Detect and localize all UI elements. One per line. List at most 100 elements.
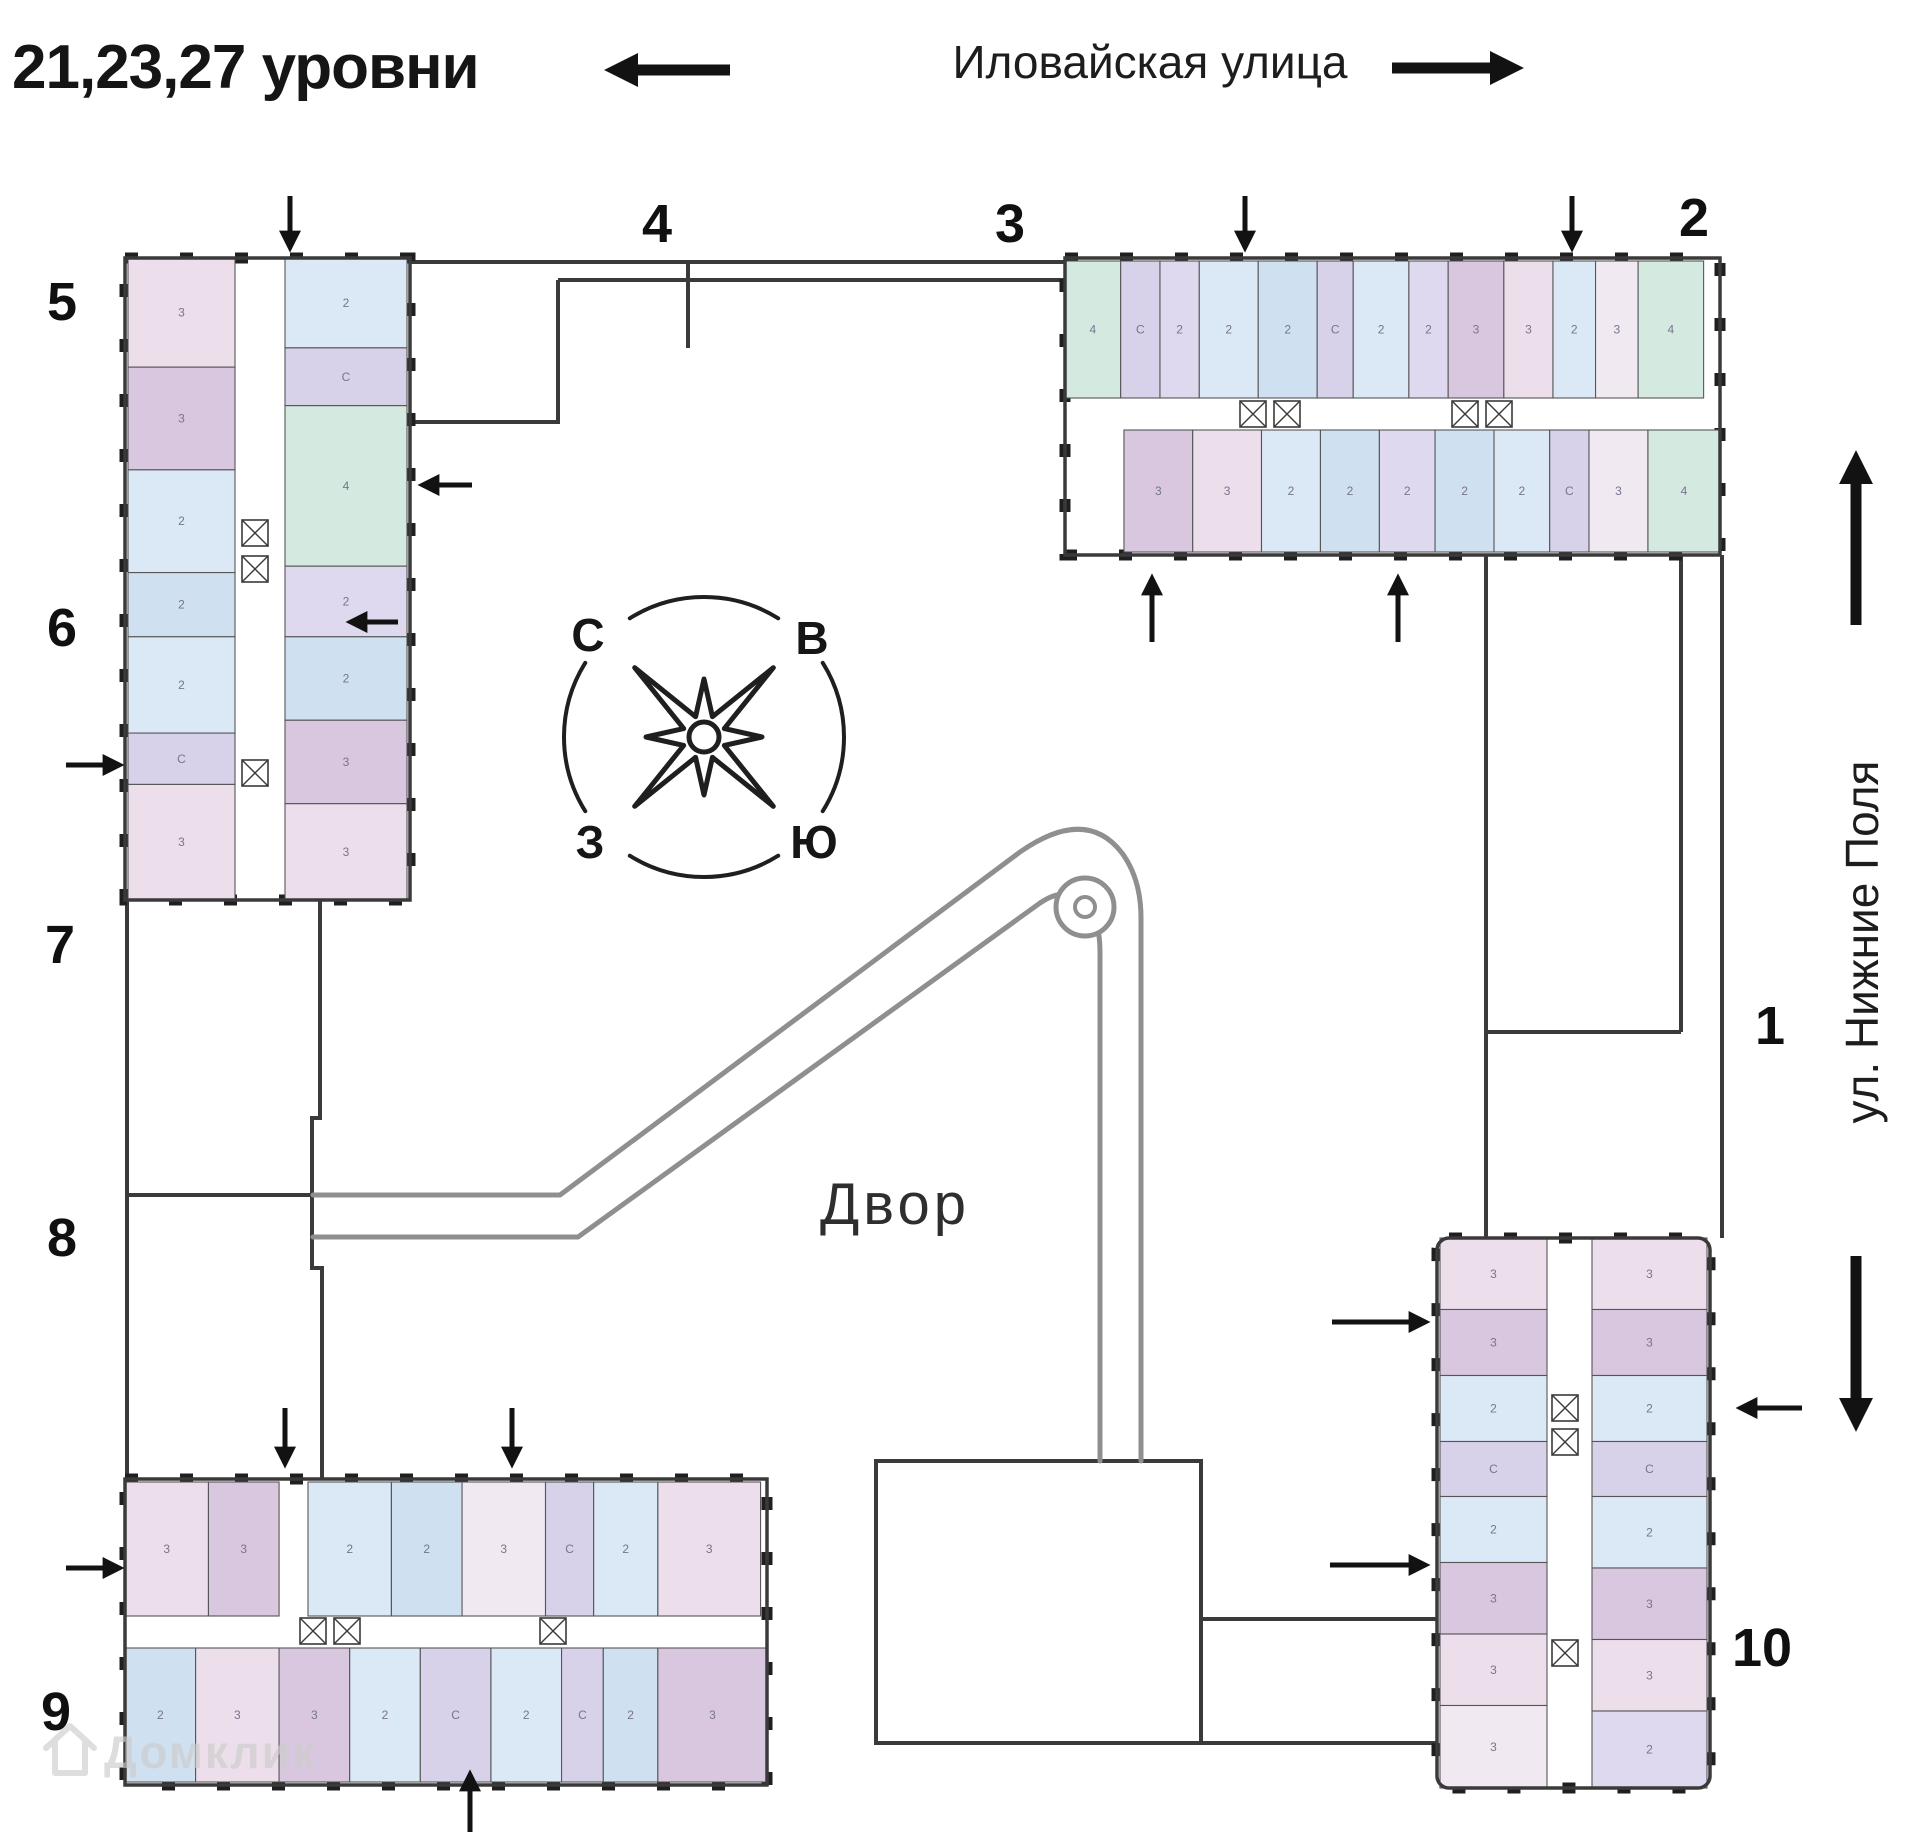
apartment-unit xyxy=(284,257,408,349)
elevator-core xyxy=(1485,400,1513,428)
street-top-label: Иловайская улица xyxy=(952,36,1347,88)
apartment-type-label: 2 xyxy=(1646,1402,1653,1416)
apartment-unit xyxy=(127,732,236,785)
building-wall xyxy=(1435,1236,1712,1790)
apartment-type-label: 3 xyxy=(343,755,350,769)
apartment-type-label: 2 xyxy=(343,296,350,310)
apartment-unit xyxy=(1647,429,1721,553)
apartment-unit xyxy=(1198,260,1259,399)
apartment-type-label: С xyxy=(578,1708,587,1722)
apartment-unit xyxy=(1434,429,1495,553)
apartment-unit xyxy=(127,636,236,734)
apartment-unit xyxy=(1439,1308,1548,1377)
apartment-unit xyxy=(307,1481,392,1617)
apartment-unit xyxy=(1257,260,1318,399)
apartment-type-label: 2 xyxy=(1490,1402,1497,1416)
elevator-core xyxy=(1273,400,1301,428)
elevator-core xyxy=(241,519,269,547)
compass-arc xyxy=(562,660,588,814)
street-right-label: ул. Нижние Поля xyxy=(1836,761,1888,1124)
apartment-type-label: 2 xyxy=(343,594,350,608)
apartment-type-label: 2 xyxy=(1490,1523,1497,1537)
apartment-type-label: С xyxy=(1565,484,1574,498)
compass-east-letter: В xyxy=(795,612,828,664)
compass-west-letter: З xyxy=(576,816,605,868)
apartment-unit xyxy=(127,783,236,901)
corridor-outline xyxy=(310,900,324,1479)
apartment-type-label: 2 xyxy=(178,514,185,528)
section-label-2: 2 xyxy=(1679,188,1709,248)
apartment-type-label: 3 xyxy=(1490,1591,1497,1605)
apartment-unit xyxy=(1439,1237,1548,1311)
section-label-8: 8 xyxy=(47,1208,77,1268)
apartment-unit xyxy=(1591,1567,1708,1641)
section-label-5: 5 xyxy=(47,272,77,332)
elevator-core xyxy=(1551,1639,1579,1667)
apartment-unit xyxy=(1552,260,1597,399)
building-wall xyxy=(1063,256,1722,557)
compass-arc xyxy=(627,853,781,879)
apartment-type-label: 3 xyxy=(343,845,350,859)
apartment-unit xyxy=(390,1481,463,1617)
apartment-type-label: 2 xyxy=(1225,323,1232,337)
apartment-type-label: 2 xyxy=(1284,323,1291,337)
apartment-type-label: 3 xyxy=(178,306,185,320)
section-label-9: 9 xyxy=(41,1682,71,1742)
apartment-unit xyxy=(1439,1704,1548,1789)
building-wall xyxy=(123,256,412,902)
apartment-type-label: 2 xyxy=(1347,484,1354,498)
apartment-type-label: 2 xyxy=(346,1542,353,1556)
apartment-type-label: 4 xyxy=(343,479,350,493)
elevator-core xyxy=(1239,400,1267,428)
apartment-unit xyxy=(1439,1440,1548,1498)
compass-arc xyxy=(627,595,781,621)
section-label-10: 10 xyxy=(1732,1618,1792,1678)
apartment-type-label: 2 xyxy=(1378,323,1385,337)
apartment-unit xyxy=(124,1481,210,1617)
apartment-unit xyxy=(284,405,408,567)
apartment-unit xyxy=(1447,260,1505,399)
apartment-unit xyxy=(1493,429,1551,553)
apartment-type-label: 3 xyxy=(1646,1267,1653,1281)
section-label-3: 3 xyxy=(995,194,1025,254)
apartment-type-label: 4 xyxy=(1668,323,1675,337)
apartment-unit xyxy=(1588,429,1649,553)
section-label-6: 6 xyxy=(47,598,77,658)
apartment-type-label: 3 xyxy=(1224,484,1231,498)
elevator-core xyxy=(1551,1428,1579,1456)
apartment-type-label: 3 xyxy=(163,1542,170,1556)
apartment-type-label: 2 xyxy=(1571,323,1578,337)
apartment-unit xyxy=(1120,260,1161,399)
apartment-type-label: 2 xyxy=(1176,323,1183,337)
elevator-core xyxy=(241,759,269,787)
apartment-type-label: 3 xyxy=(1490,1336,1497,1350)
section-label-1: 1 xyxy=(1755,996,1785,1056)
apartment-type-label: 2 xyxy=(1646,1525,1653,1539)
elevator-core xyxy=(1451,400,1479,428)
apartment-type-label: С xyxy=(1331,323,1340,337)
apartment-unit xyxy=(127,572,236,638)
street-arrows xyxy=(604,50,1874,1432)
apartment-unit xyxy=(1591,1374,1708,1443)
apartment-type-label: 4 xyxy=(1681,484,1688,498)
apartment-unit xyxy=(127,469,236,574)
apartment-type-label: 2 xyxy=(382,1708,389,1722)
zipline-pulley-hub xyxy=(1073,895,1097,919)
apartment-type-label: 3 xyxy=(1490,1663,1497,1677)
apartment-unit xyxy=(1503,260,1554,399)
apartment-type-label: 4 xyxy=(1089,323,1096,337)
apartment-type-label: 2 xyxy=(627,1708,634,1722)
apartment-type-label: 2 xyxy=(1519,484,1526,498)
apartment-unit xyxy=(657,1481,762,1617)
apartment-type-label: 3 xyxy=(1490,1267,1497,1281)
apartment-type-label: С xyxy=(1645,1462,1654,1476)
apartment-unit xyxy=(1316,260,1354,399)
apartment-type-label: 3 xyxy=(1646,1336,1653,1350)
apartment-type-label: 2 xyxy=(1425,323,1432,337)
